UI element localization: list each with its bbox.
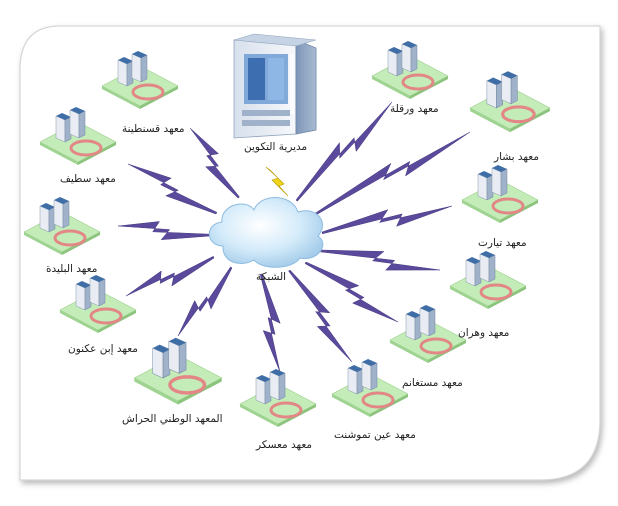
label-tiaret: معهد تيارت [478, 237, 527, 249]
label-ouargla: معهد ورقلة [390, 103, 439, 115]
label-constantine: معهد قسنطينة [122, 123, 185, 135]
campus-oran [449, 251, 527, 309]
campus-tiaret [461, 165, 539, 223]
label-oran: معهد وهران [458, 327, 510, 339]
campus-constantine [101, 51, 179, 109]
label-mascara: معهد معسكر [256, 439, 313, 451]
bolt-harrach [177, 266, 233, 337]
campus-mostaganem [389, 305, 467, 363]
network-cloud-icon [208, 197, 324, 268]
label-aknoun: معهد إبن عكنون [68, 343, 138, 355]
campus-blida [23, 197, 101, 255]
label-bechar: معهد بشار [494, 151, 539, 163]
campus-aknoun [59, 275, 137, 333]
bolt-mostaganem [304, 261, 399, 323]
label-mostaganem: معهد مستغانم [402, 377, 463, 389]
bolt-ain-temouchent [288, 269, 353, 363]
bolt-constantine [189, 127, 240, 199]
label-blida: معهد البليدة [46, 263, 98, 275]
label-ain-temouchent: معهد عين تموشنت [334, 429, 416, 441]
bolt-setif [127, 163, 218, 215]
label-setif: معهد سطيف [60, 173, 116, 185]
bolt-tiaret [321, 205, 453, 235]
bolt-bechar [313, 131, 471, 216]
campus-bechar [469, 71, 551, 133]
bolt-mascara [259, 273, 281, 373]
campus-ouargla [371, 41, 449, 99]
cloud-label: الشبكة [256, 271, 287, 283]
server-icon [233, 33, 317, 139]
bolt-blida [117, 221, 211, 240]
campus-mascara [239, 369, 317, 427]
campus-harrach [133, 337, 223, 405]
connection-bolts [117, 101, 471, 373]
bolt-ouargla [295, 101, 393, 202]
server-link-bolt [265, 166, 289, 197]
bolt-aknoun [125, 255, 215, 297]
bolt-oran [319, 249, 441, 271]
campus-setif [39, 107, 117, 165]
server-label: مديرية التكوين [244, 141, 308, 153]
campus-ain-temouchent [331, 359, 409, 417]
institute-campuses [23, 41, 551, 427]
label-harrach: المعهد الوطني الحراش [122, 413, 223, 425]
